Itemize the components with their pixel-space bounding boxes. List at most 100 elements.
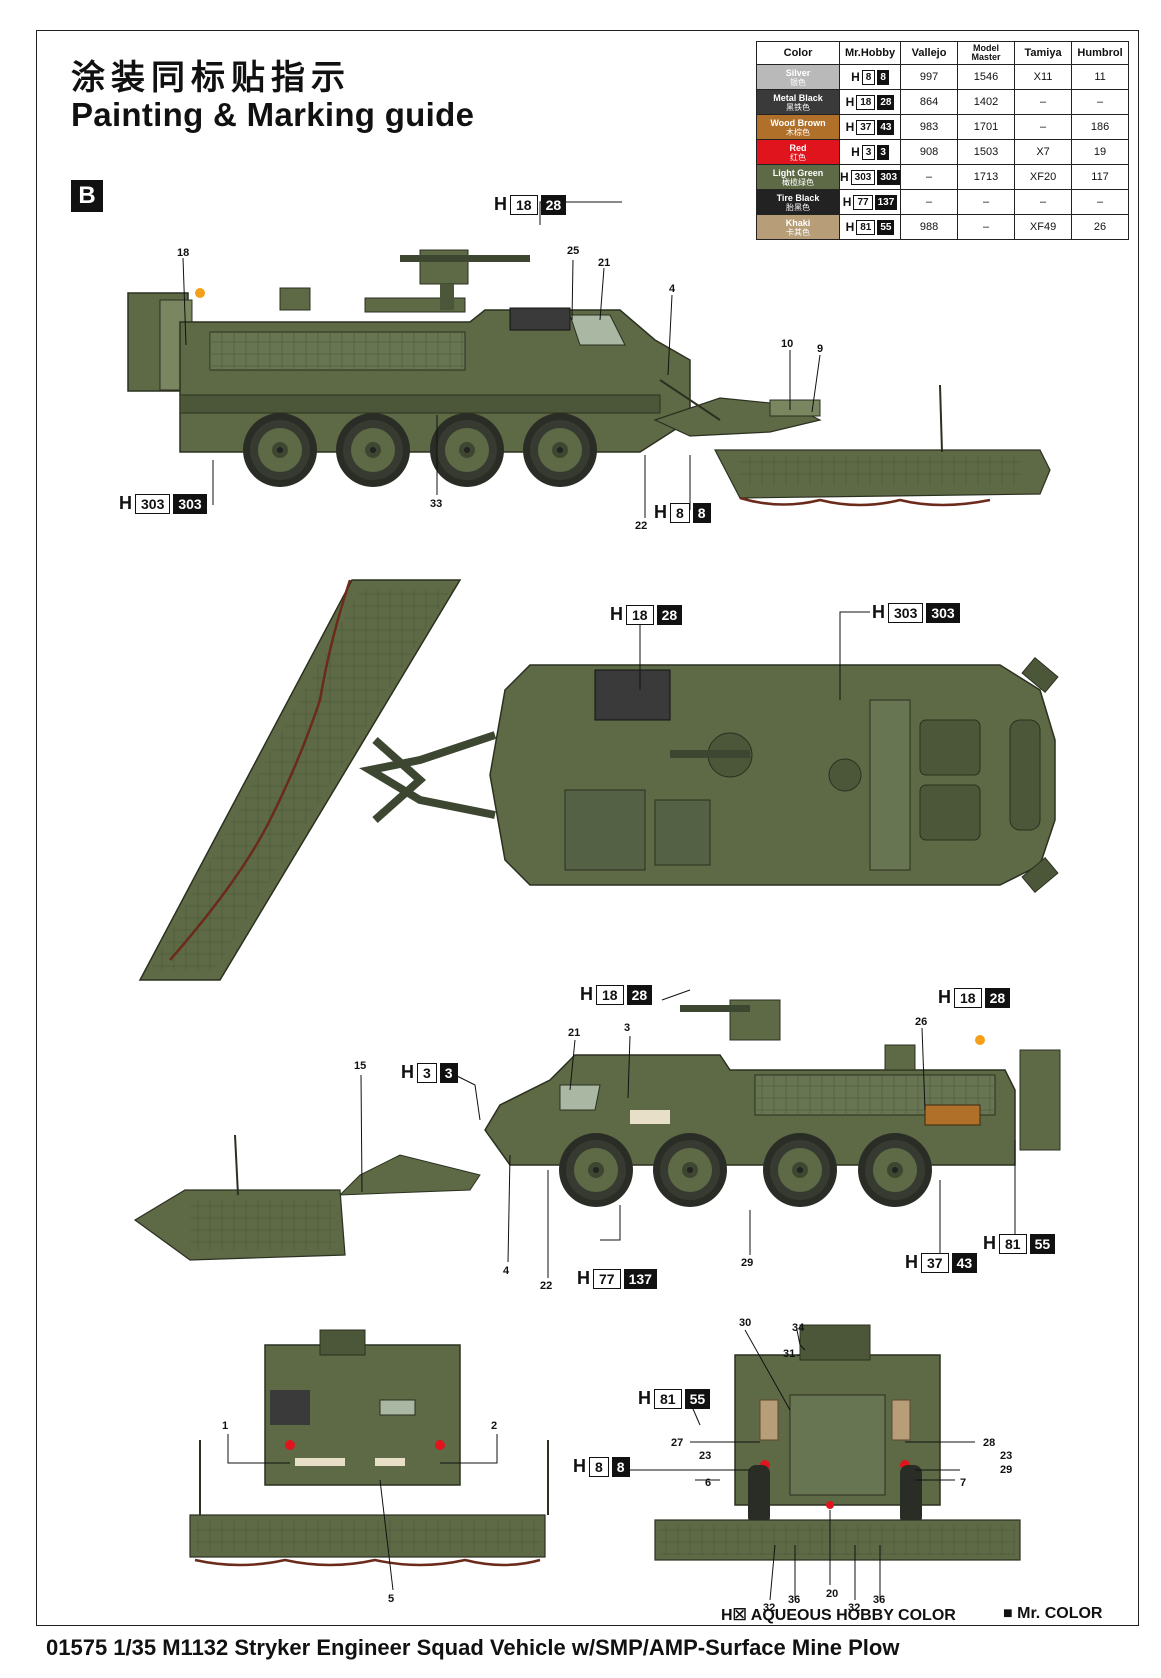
part-number: 18: [177, 247, 190, 259]
color-swatch: Red 红色: [756, 139, 840, 165]
title-english: Painting & Marking guide: [71, 96, 475, 133]
part-number: 4: [503, 1265, 510, 1277]
part-number: 9: [817, 343, 824, 355]
metal-black-panel: [594, 669, 671, 721]
modelmaster-code: –: [957, 214, 1016, 240]
color-swatch: Khaki 卡其色: [756, 214, 840, 240]
page-frame: [36, 30, 1139, 1626]
part-number: 29: [741, 1257, 754, 1269]
part-number: 27: [671, 1437, 684, 1449]
modelmaster-code: 1701: [957, 114, 1016, 140]
vallejo-code: –: [900, 164, 959, 190]
color-swatch: Metal Black 黑铁色: [756, 89, 840, 115]
vallejo-code: 988: [900, 214, 959, 240]
header-humbrol: Humbrol: [1071, 41, 1130, 65]
part-number: 23: [699, 1450, 712, 1462]
part-number: 2: [491, 1420, 498, 1432]
part-number: 10: [781, 338, 794, 350]
part-number: 6: [705, 1477, 712, 1489]
part-number: 3: [624, 1022, 631, 1034]
tamiya-code: X7: [1014, 139, 1073, 165]
part-number: 23: [1000, 1450, 1013, 1462]
footer-product-title: 01575 1/35 M1132 Stryker Engineer Squad …: [46, 1635, 900, 1660]
chain: [739, 496, 991, 507]
header-tamiya: Tamiya: [1014, 41, 1073, 65]
legend-mr-color: ■ Mr. COLOR: [1003, 1605, 1102, 1623]
aqueous-label: AQUEOUS HOBBY COLOR: [750, 1607, 956, 1624]
part-number: 7: [960, 1477, 967, 1489]
wood-brown-tools: [924, 1104, 981, 1126]
amber-beacon: [195, 288, 205, 298]
rear-view: [654, 1324, 1021, 1561]
mr-label: Mr. COLOR: [1017, 1605, 1103, 1622]
color-reference-table: Color Mr.Hobby Vallejo Model Master Tami…: [756, 41, 1130, 240]
part-number: 30: [739, 1317, 752, 1329]
part-number: 36: [788, 1594, 801, 1606]
part-number: 26: [915, 1016, 928, 1028]
humbrol-code: 186: [1071, 114, 1130, 140]
part-number: 22: [635, 520, 648, 532]
vallejo-code: 997: [900, 64, 959, 90]
vallejo-code: 864: [900, 89, 959, 115]
part-number: 32: [763, 1602, 776, 1614]
part-number: 4: [669, 283, 676, 295]
color-swatch: Tire Black 胎黑色: [756, 189, 840, 215]
gun-barrel: [400, 255, 530, 262]
humbrol-code: –: [1071, 189, 1130, 215]
modelmaster-code: 1402: [957, 89, 1016, 115]
metal-black-box: [509, 307, 571, 331]
legend-aqueous: H☒ AQUEOUS HOBBY COLOR: [721, 1605, 956, 1625]
color-swatch: Light Green 橄榄绿色: [756, 164, 840, 190]
part-number: 22: [540, 1280, 553, 1292]
part-number: 5: [388, 1593, 395, 1605]
side-view-left: [127, 249, 1051, 507]
part-number: 25: [567, 245, 580, 257]
tamiya-code: –: [1014, 89, 1073, 115]
front-view: [189, 1329, 549, 1567]
humbrol-code: 11: [1071, 64, 1130, 90]
part-number: 29: [1000, 1464, 1013, 1476]
part-number: 1: [222, 1420, 229, 1432]
side-view-right: [133, 999, 1061, 1261]
title-chinese: 涂装同标贴指示: [71, 58, 351, 98]
part-number: 34: [792, 1322, 805, 1334]
vallejo-code: 908: [900, 139, 959, 165]
vallejo-code: 983: [900, 114, 959, 140]
part-number: 36: [873, 1594, 886, 1606]
table-header-row: Color Mr.Hobby Vallejo Model Master Tami…: [756, 41, 1130, 65]
aqueous-mark: H☒: [721, 1607, 747, 1624]
part-number: 28: [983, 1437, 996, 1449]
amber-beacon-right: [975, 1035, 985, 1045]
modelmaster-code: 1546: [957, 64, 1016, 90]
color-swatch: Wood Brown 木棕色: [756, 114, 840, 140]
part-number: 20: [826, 1588, 839, 1600]
part-number: 21: [568, 1027, 581, 1039]
top-view: [138, 579, 1059, 981]
header-mrhobby: Mr.Hobby: [838, 41, 902, 65]
tamiya-code: XF49: [1014, 214, 1073, 240]
